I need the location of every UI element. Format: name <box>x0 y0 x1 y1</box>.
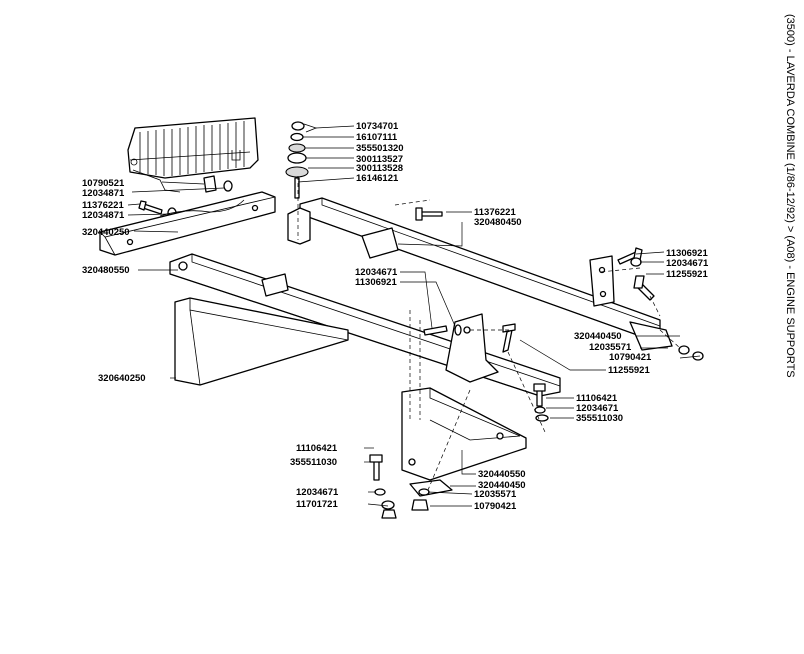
part-label: 320640250 <box>98 373 146 384</box>
part-label: 12034671 <box>355 267 398 278</box>
part-label: 11106421 <box>296 443 338 454</box>
part-label: 11701721 <box>296 499 338 510</box>
part-label: 11255921 <box>608 365 650 376</box>
part-label: 12034671 <box>296 487 339 498</box>
engine-block <box>127 117 259 193</box>
part-label: 320480550 <box>82 265 130 276</box>
rubber-mount-stack <box>285 121 318 199</box>
part-label: 12034871 <box>82 188 125 199</box>
part-label: 12035571 <box>589 342 632 353</box>
page-title: (3500) - LAVERDA COMBINE (1/86-12/92) > … <box>784 14 796 378</box>
right-rail-fasteners <box>415 207 704 361</box>
part-label: 320440550 <box>478 469 526 480</box>
part-label: 10790521 <box>82 178 125 189</box>
part-label: 355511030 <box>576 413 623 424</box>
part-label: 11255921 <box>666 269 708 280</box>
part-label: 10734701 <box>356 121 399 132</box>
part-label: 320440450 <box>574 331 622 342</box>
part-label: 300113528 <box>356 163 403 174</box>
assembly-guide-lines <box>297 176 681 491</box>
rear-frame-rail <box>287 197 673 351</box>
part-label: 11306921 <box>666 248 708 259</box>
part-label: 11376221 <box>474 207 516 218</box>
left-bracket-plate <box>99 191 276 256</box>
part-label: 11106421 <box>576 393 618 404</box>
part-label: 12034671 <box>576 403 619 414</box>
center-mount-bracket <box>423 313 516 383</box>
part-label: 16146121 <box>356 173 399 184</box>
part-label: 355501320 <box>356 143 404 154</box>
part-label: 320480450 <box>474 217 522 228</box>
part-label: 12035571 <box>474 489 517 500</box>
part-label: 355511030 <box>290 457 337 468</box>
part-label: 10790421 <box>474 501 517 512</box>
part-label: 320440450 <box>478 480 526 491</box>
part-label: 11376221 <box>82 200 124 211</box>
part-label: 320440250 <box>82 227 130 238</box>
part-label: 11306921 <box>355 277 397 288</box>
part-label: 12034671 <box>666 258 709 269</box>
part-label: 10790421 <box>609 352 652 363</box>
part-label: 16107111 <box>356 132 398 143</box>
leader-lines <box>127 125 701 507</box>
heat-shield-plate <box>174 297 349 386</box>
part-label: 300113527 <box>356 154 403 165</box>
part-number-labels: 10734701 16107111 355501320 300113527 30… <box>82 121 709 512</box>
part-label: 12034871 <box>82 210 125 221</box>
